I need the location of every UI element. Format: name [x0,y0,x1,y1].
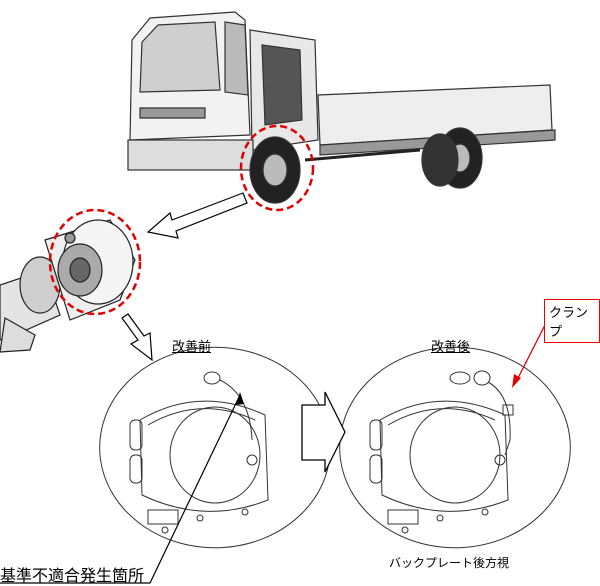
view-caption: バックプレート後方視 [389,556,510,570]
right-arrow-icon [301,391,346,473]
truck-illustration [127,11,556,204]
hub-highlight [48,208,142,316]
defect-location-label: 基準不適合発生箇所 [0,566,145,585]
defect-leader-line [0,394,241,584]
wheel-highlight [239,124,315,212]
down-arrow-icon [121,313,153,362]
defect-arrowhead-icon [236,392,244,405]
before-label: 改善前 [172,340,212,355]
clamp-arrowhead-icon [512,374,521,388]
backplate-after [339,346,571,549]
clamp-callout: クランプ [544,299,600,343]
hub-assembly-illustration [0,219,136,353]
zoom-arrow-icon [146,192,248,239]
clamp-pointer [516,324,546,381]
after-label: 改善後 [431,340,471,355]
